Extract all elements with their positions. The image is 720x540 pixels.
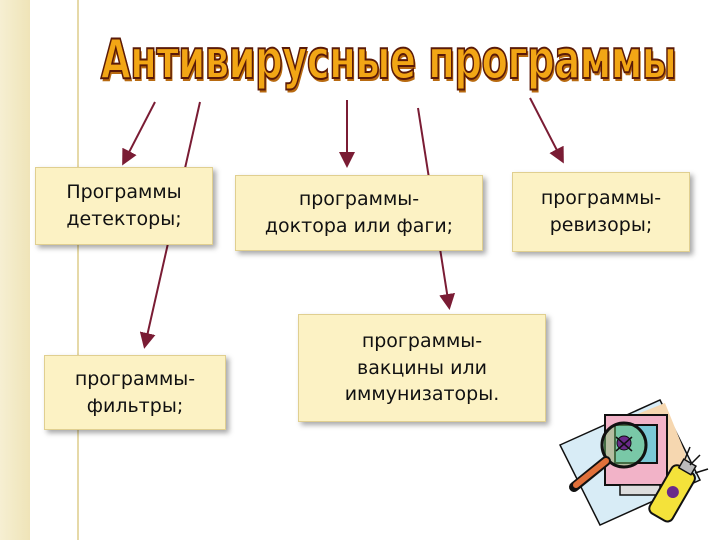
box-filters-line1: программы- — [74, 367, 196, 390]
box-auditors-line1: программы- — [540, 187, 662, 210]
box-vaccines-line3: иммунизаторы. — [344, 383, 500, 406]
box-detectors: Программы детекторы; — [35, 167, 213, 245]
arrow-to-detectors — [122, 101, 156, 166]
computer-virus-magnifier-spray-icon — [558, 399, 709, 526]
box-vaccines-line1: программы- — [361, 330, 483, 353]
box-vaccines-line2: вакцины или — [357, 356, 487, 379]
side-decor-rule — [77, 0, 79, 540]
box-doctors: программы- доктора или фаги; — [235, 175, 483, 251]
box-auditors: программы- ревизоры; — [512, 172, 690, 252]
box-doctors-line1: программы- — [298, 188, 420, 211]
diagram-title: Антивирусные программы — [100, 27, 678, 92]
box-vaccines: программы- вакцины или иммунизаторы. — [298, 314, 546, 422]
box-filters: программы- фильтры; — [44, 355, 226, 430]
box-detectors-line1: Программы — [66, 181, 182, 204]
box-doctors-line2: доктора или фаги; — [264, 215, 454, 237]
side-decor-band — [0, 0, 30, 540]
box-auditors-line2: ревизоры; — [549, 214, 653, 236]
arrow-to-auditors — [529, 97, 564, 164]
box-detectors-line2: детекторы; — [66, 208, 182, 230]
box-filters-line2: фильтры; — [86, 394, 184, 417]
